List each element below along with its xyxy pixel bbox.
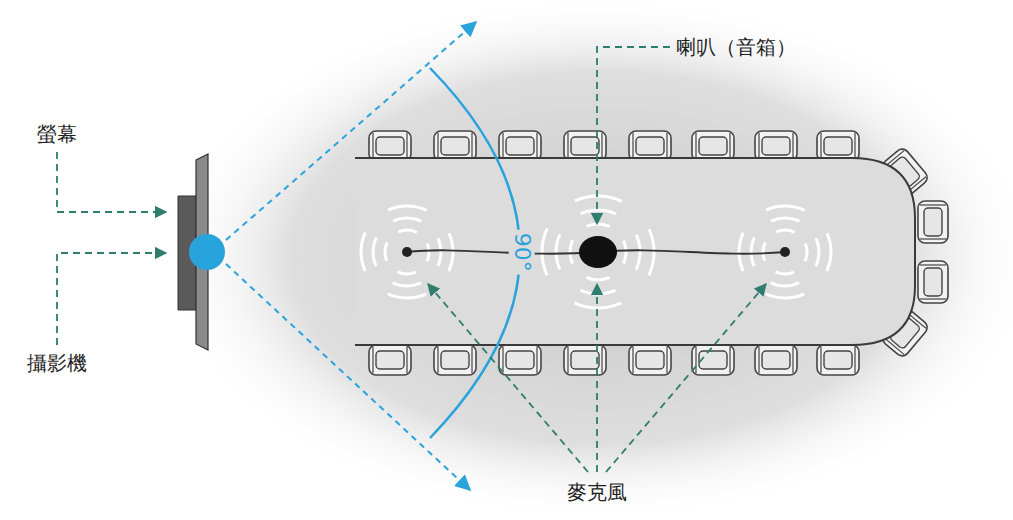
microphone xyxy=(402,247,412,257)
leader-lines xyxy=(57,47,766,472)
camera xyxy=(189,234,225,270)
angle-label: 90° xyxy=(508,229,534,274)
view-line xyxy=(226,264,470,490)
speaker-microphone xyxy=(579,236,617,268)
callout-label: 麥克風 xyxy=(567,480,627,504)
callout-label: 喇叭（音箱） xyxy=(676,35,796,59)
conference-table xyxy=(355,158,915,345)
sound-ripples xyxy=(361,196,831,308)
callout-label: 攝影機 xyxy=(27,351,87,375)
view-line xyxy=(226,22,476,240)
microphone xyxy=(780,247,790,257)
callout-label: 螢幕 xyxy=(37,122,77,146)
room-glow xyxy=(160,0,1013,520)
